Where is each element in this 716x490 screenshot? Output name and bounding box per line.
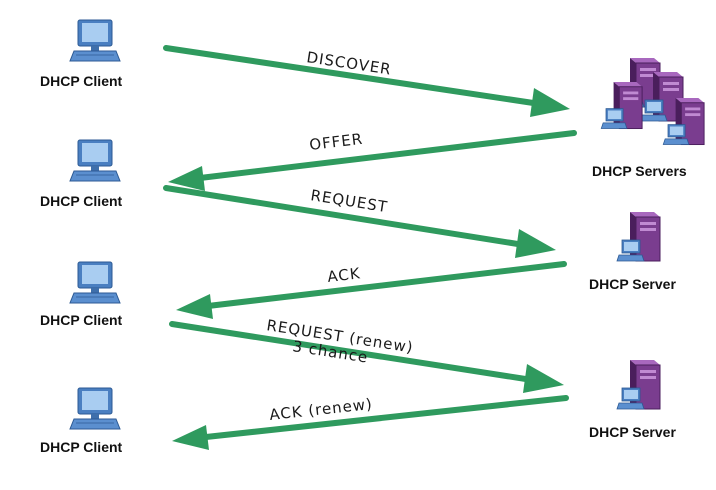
- message-label: OFFER: [308, 130, 364, 154]
- client-label: DHCP Client: [40, 312, 123, 328]
- client-4: DHCP Client: [40, 387, 123, 455]
- message-request-renew: REQUEST (renew) 3 chance: [169, 316, 564, 393]
- server-label: DHCP Server: [589, 276, 676, 292]
- message-discover: DISCOVER: [163, 45, 570, 117]
- server-2: DHCP Server: [589, 359, 676, 440]
- arrowhead: [515, 229, 556, 258]
- client-label: DHCP Client: [40, 439, 123, 455]
- arrow-line: [197, 130, 577, 181]
- arrowhead: [523, 364, 564, 393]
- client-2: DHCP Client: [40, 139, 123, 209]
- arrow-line: [205, 261, 567, 309]
- server-1: DHCP Server: [589, 211, 676, 292]
- desktop-computer-icon: [69, 139, 121, 182]
- server-cluster-label: DHCP Servers: [592, 163, 687, 179]
- client-label: DHCP Client: [40, 73, 123, 89]
- arrow-line: [163, 45, 543, 107]
- message-ack: ACK: [176, 261, 567, 319]
- client-label: DHCP Client: [40, 193, 123, 209]
- message-request: REQUEST: [163, 185, 556, 258]
- server-cluster: DHCP Servers: [592, 57, 705, 179]
- arrow-line: [163, 185, 527, 248]
- arrowhead: [530, 88, 570, 117]
- arrowhead: [172, 425, 209, 450]
- server-cluster-icon: [600, 57, 705, 146]
- arrowhead: [168, 166, 205, 191]
- desktop-computer-icon: [69, 261, 121, 304]
- desktop-computer-icon: [69, 387, 121, 430]
- arrow-line: [203, 395, 569, 440]
- server-icon: [616, 359, 661, 410]
- client-1: DHCP Client: [40, 19, 123, 89]
- server-icon: [616, 211, 661, 262]
- desktop-computer-icon: [69, 19, 121, 62]
- client-3: DHCP Client: [40, 261, 123, 328]
- server-label: DHCP Server: [589, 424, 676, 440]
- message-offer: OFFER: [168, 130, 577, 191]
- arrow-line: [169, 321, 535, 383]
- message-ack-renew: ACK (renew): [172, 395, 569, 450]
- message-label: ACK: [326, 264, 361, 286]
- arrowhead: [176, 294, 213, 319]
